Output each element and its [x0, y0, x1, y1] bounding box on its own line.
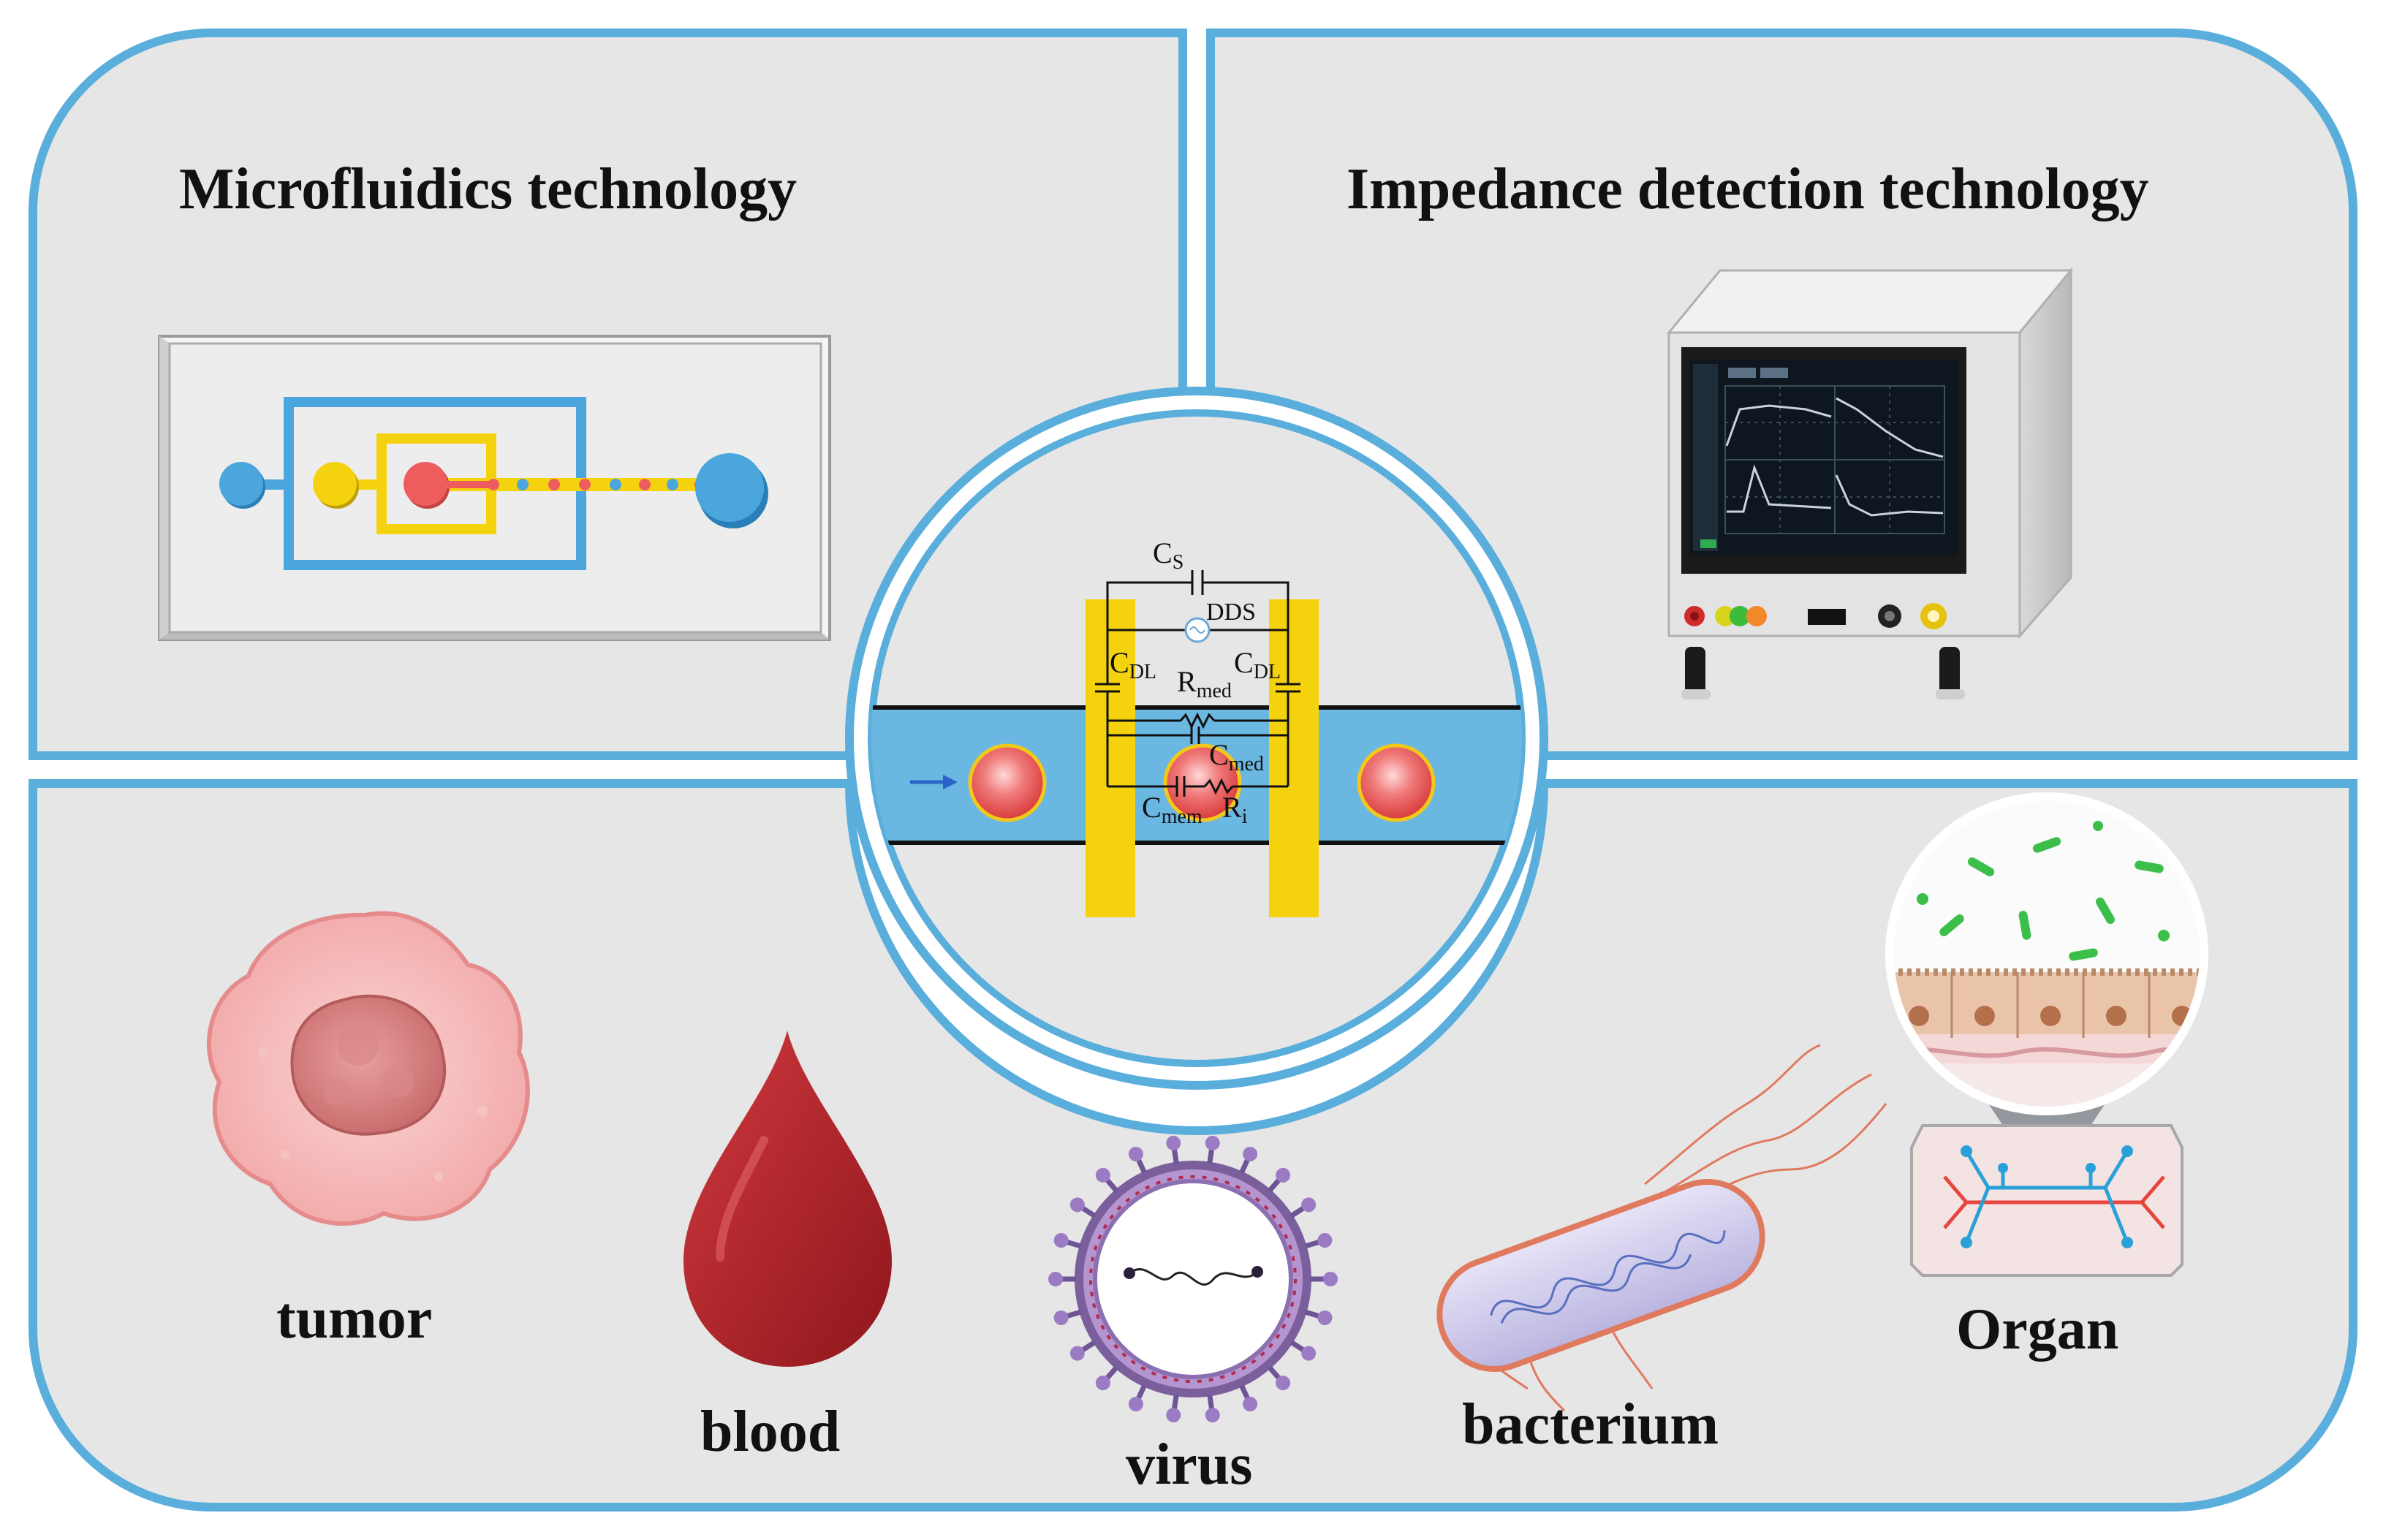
organ-label: Organ — [1956, 1297, 2118, 1362]
bacterium-label: bacterium — [1462, 1392, 1719, 1457]
panel-samples — [29, 779, 2357, 1511]
center-impedance-circuit: CS DDS CDL CDL Rmed Cmed Cmem Ri — [845, 387, 1548, 1090]
label-cmed: Cmed — [1209, 738, 1264, 775]
microfluidic-chip — [158, 335, 831, 641]
virus-label: virus — [1126, 1433, 1252, 1497]
virus-spike-cap — [1317, 1233, 1333, 1248]
label-cmem: Cmem — [1142, 791, 1203, 828]
virus-spike-cap — [1128, 1397, 1143, 1412]
bacterium-icon — [1436, 1044, 1887, 1412]
impedance-analyzer — [1666, 267, 2074, 699]
label-cs: CS — [1153, 536, 1183, 574]
virus-spike-cap — [1276, 1167, 1291, 1183]
virus-spike-cap — [1301, 1197, 1317, 1213]
virus-spike-cap — [1205, 1408, 1220, 1423]
label-ri: Ri — [1222, 791, 1248, 828]
blood-drop-icon — [683, 1031, 892, 1367]
circuit-wires — [1095, 570, 1300, 797]
tumor-label: tumor — [276, 1286, 432, 1351]
label-cdl-right: CDL — [1234, 646, 1281, 683]
virus-icon — [1048, 1135, 1338, 1423]
virus-spike-cap — [1053, 1310, 1069, 1325]
virus-spike-cap — [1069, 1197, 1085, 1213]
cell-right — [1357, 743, 1436, 822]
impedance-title: Impedance detection technology — [1347, 157, 2149, 221]
microfluidics-title: Microfluidics technology — [179, 157, 797, 221]
virus-spike-cap — [1166, 1408, 1181, 1423]
right-electrode — [1269, 599, 1319, 917]
cell-center — [1163, 743, 1242, 822]
label-rmed: Rmed — [1177, 665, 1232, 702]
virus-spike-cap — [1128, 1146, 1143, 1161]
virus-spike-cap — [1317, 1310, 1333, 1325]
virus-spike-cap — [1053, 1233, 1069, 1248]
virus-spike-cap — [1323, 1272, 1338, 1286]
blood-label: blood — [700, 1400, 840, 1464]
virus-spike-cap — [1166, 1135, 1181, 1150]
virus-spike-cap — [1069, 1346, 1085, 1361]
virus-spike-cap — [1095, 1376, 1110, 1391]
virus-spike-cap — [1301, 1346, 1317, 1361]
left-electrode — [1086, 599, 1135, 917]
virus-spike-cap — [1205, 1135, 1220, 1150]
flow-arrow — [910, 775, 958, 789]
virus-spike-cap — [1243, 1146, 1258, 1161]
virus-spike-cap — [1243, 1397, 1258, 1412]
chip-particles — [488, 479, 706, 490]
organ-chip-icon — [1885, 792, 2208, 1277]
label-cdl-left: CDL — [1110, 646, 1156, 683]
tumor-cell-icon — [207, 911, 530, 1226]
cell-left — [968, 743, 1047, 822]
virus-spike-cap — [1095, 1167, 1110, 1183]
virus-spike-cap — [1048, 1272, 1063, 1286]
label-dds: DDS — [1206, 599, 1256, 626]
virus-spike-cap — [1276, 1376, 1291, 1391]
